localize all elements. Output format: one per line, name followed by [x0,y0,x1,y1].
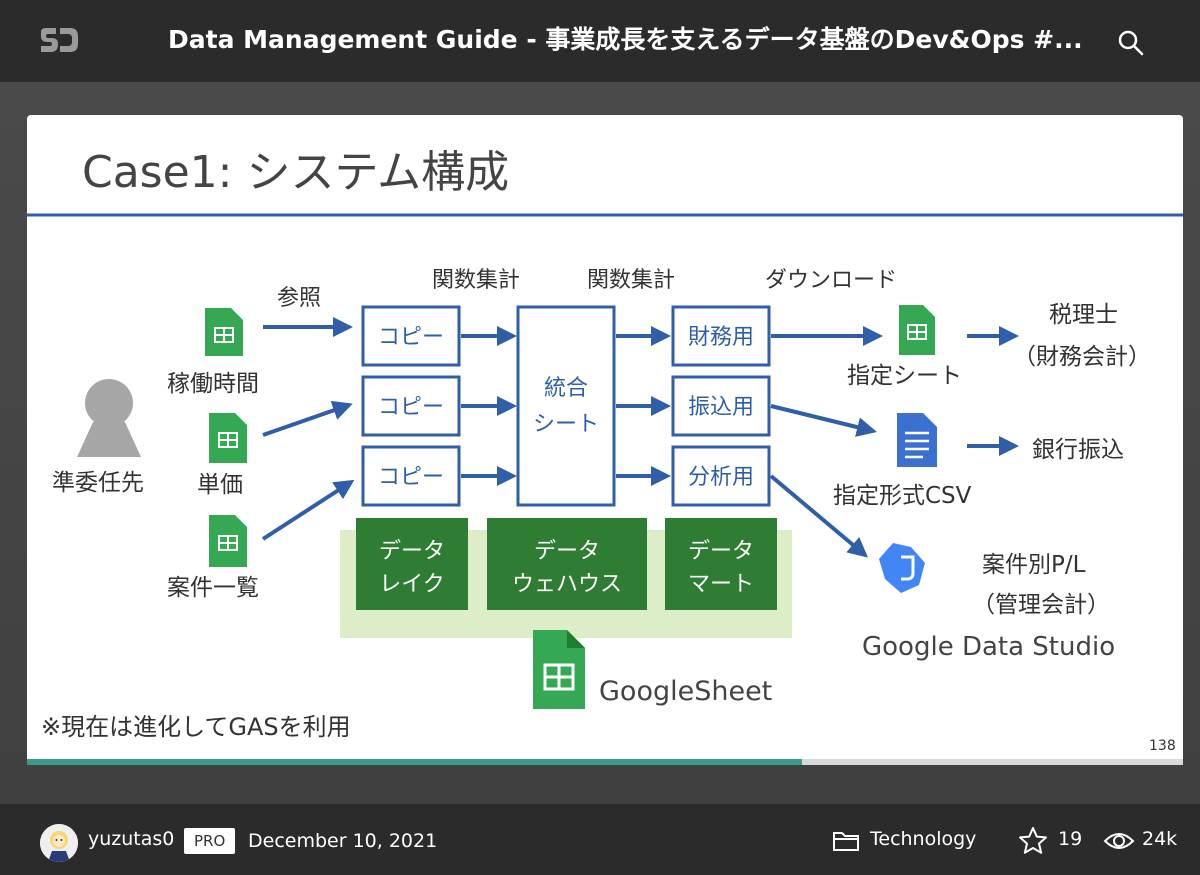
dest-tax-line1: 税理士 [1049,302,1118,328]
source-label: 準委任先 [52,470,144,496]
mart-box-finance: 財務用 [671,305,771,367]
category-link[interactable]: Technology [870,828,977,850]
bottom-bar: yuzutas0 PRO December 10, 2021 Technolog… [0,804,1200,875]
integrated-sheet-line1: 統合 [544,376,588,401]
copy-box-label: コピー [378,465,444,490]
gds-label: Google Data Studio [862,632,1115,662]
arrow-projects-copy [261,479,355,541]
agg-label-2: 関数集計 [587,268,675,293]
mart-box-label: 財務用 [688,325,754,350]
document-icon-csv [897,413,937,467]
agg-label-1: 関数集計 [432,268,520,293]
sheet-icon-price [209,413,247,463]
progress-track[interactable] [27,759,1183,765]
top-bar: Data Management Guide - 事業成長を支えるデータ基盤のDe… [0,0,1200,82]
ref-label: 参照 [277,286,321,311]
slide[interactable]: Case1: システム構成 準委任先 稼働時間 単価 [27,115,1183,765]
layer-label-line2: ウェハウス [512,572,622,597]
pro-badge: PRO [184,828,236,854]
slide-diagram: Case1: システム構成 準委任先 稼働時間 単価 [27,147,1183,754]
mart-box-label: 分析用 [688,465,754,490]
arrow-price-copy [262,400,353,437]
page-title: Data Management Guide - 事業成長を支えるデータ基盤のDe… [168,25,1083,54]
arrow-analysis-gds [769,474,869,558]
copy-box-1: コピー [361,305,461,367]
publish-date: December 10, 2021 [248,830,438,852]
slide-note: ※現在は進化してGASを利用 [41,713,351,741]
sheet-icon-hours [205,308,243,356]
input-label-price: 単価 [197,472,243,498]
slide-heading: Case1: システム構成 [82,147,509,198]
speakerdeck-logo-icon[interactable] [38,26,80,54]
layer-data-warehouse: データ ウェハウス [487,518,647,610]
integrated-sheet-line2: シート [533,412,599,437]
mart-box-label: 振込用 [688,395,754,420]
search-icon[interactable] [1116,28,1146,58]
avatar[interactable] [40,824,78,862]
layer-data-mart: データ マート [665,518,777,610]
dest-pl-line1: 案件別P/L [982,552,1086,578]
output-csv-label: 指定形式CSV [833,483,972,509]
sheet-icon-projects [209,515,247,567]
download-label: ダウンロード [765,268,897,293]
mart-box-analysis: 分析用 [671,445,771,507]
integrated-sheet-box: 統合 シート [516,305,616,507]
layer-label-line2: マート [688,572,754,597]
googlesheet-label: GoogleSheet [599,676,772,707]
layer-data-lake: データ レイク [356,518,468,610]
sheet-icon-output [899,305,935,355]
layer-label-line1: データ [379,539,445,564]
layer-label-line1: データ [688,539,754,564]
google-data-studio-icon [879,543,925,593]
star-icon[interactable] [1018,826,1048,856]
output-sheet-label: 指定シート [847,363,962,389]
layer-label-line2: レイク [379,572,445,597]
view-count: 24k [1142,828,1178,850]
username-link[interactable]: yuzutas0 [88,828,175,850]
arrow-transfer-csv [770,404,877,437]
input-label-hours: 稼働時間 [167,371,259,397]
copy-box-label: コピー [378,325,444,350]
star-count: 19 [1058,828,1083,850]
copy-box-3: コピー [361,445,461,507]
page-number: 138 [1149,738,1176,754]
input-label-projects: 案件一覧 [167,575,259,601]
copy-box-label: コピー [378,395,444,420]
googlesheet-icon [533,630,585,709]
dest-pl-line2: （管理会計） [972,592,1110,618]
dest-tax-line2: （財務会計） [1013,344,1151,370]
progress-fill [27,759,802,765]
mart-box-transfer: 振込用 [671,375,771,437]
layer-label-line1: データ [534,539,600,564]
copy-box-2: コピー [361,375,461,437]
eye-icon [1103,833,1135,849]
person-icon [77,379,141,457]
dest-bank: 銀行振込 [1032,437,1124,463]
folder-icon [833,832,859,851]
avatar-image [40,824,78,862]
